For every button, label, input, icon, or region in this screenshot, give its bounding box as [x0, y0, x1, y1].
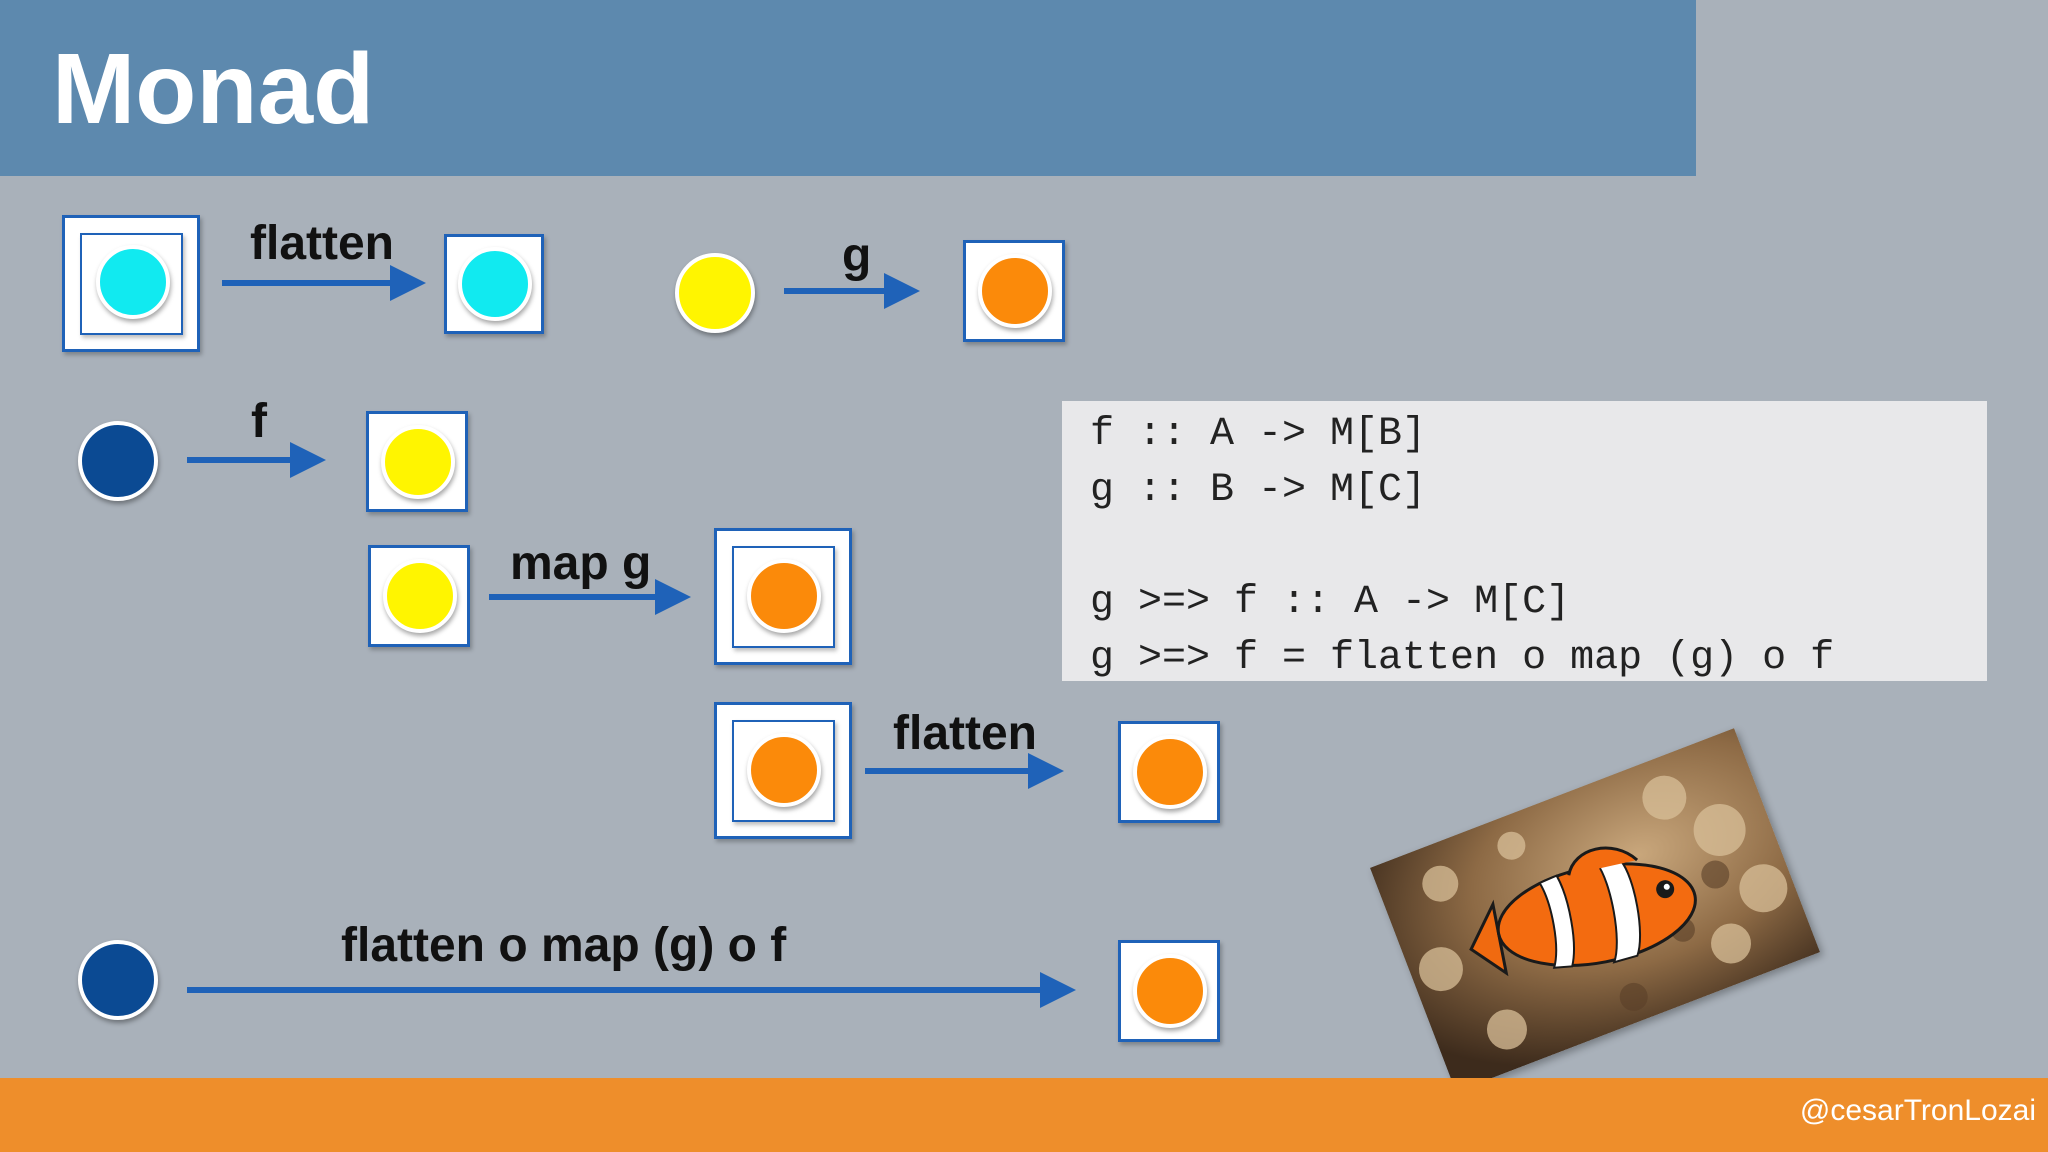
code-line: f :: A -> M[B] [1090, 412, 1427, 457]
box-orange [1118, 940, 1220, 1042]
navy-ball [78, 940, 158, 1020]
box-yellow [366, 411, 468, 512]
author-handle: @cesarTronLozai [1799, 1094, 2036, 1127]
slide-title: Monad [52, 33, 375, 145]
box-orange [1118, 721, 1220, 823]
orange-ball [1133, 735, 1207, 809]
inner-box [732, 546, 835, 648]
inner-box [80, 233, 183, 335]
label-flatten-mid: flatten [893, 707, 1037, 760]
code-line: g >=> f = flatten o map (g) o f [1090, 636, 1835, 681]
nested-box-cyan [62, 215, 200, 352]
orange-ball [747, 559, 821, 633]
label-composition: flatten o map (g) o f [341, 919, 787, 972]
code-line: g >=> f :: A -> M[C] [1090, 580, 1571, 625]
nested-box-orange [714, 702, 852, 839]
box-yellow [368, 545, 470, 647]
label-g: g [842, 229, 872, 282]
cyan-ball [96, 245, 170, 319]
yellow-ball [675, 253, 755, 333]
clownfish-image [1369, 728, 1821, 1092]
inner-box [732, 720, 835, 822]
label-map-g: map g [510, 537, 652, 590]
label-flatten-top: flatten [250, 217, 394, 270]
orange-ball [978, 254, 1052, 328]
code-line [1090, 519, 1987, 575]
footer-bar: @cesarTronLozai [0, 1078, 2048, 1152]
clownfish-photo [1369, 728, 1821, 1092]
cyan-ball [458, 247, 532, 321]
orange-ball [1133, 954, 1207, 1028]
label-f: f [251, 395, 267, 448]
box-orange [963, 240, 1065, 342]
title-bar: Monad [0, 0, 1696, 176]
yellow-ball [381, 425, 455, 499]
nested-box-orange [714, 528, 852, 665]
yellow-ball [383, 559, 457, 633]
orange-ball [747, 733, 821, 807]
navy-ball [78, 421, 158, 501]
code-block: f :: A -> M[B] g :: B -> M[C] g >=> f ::… [1062, 401, 1987, 681]
box-cyan [444, 234, 544, 334]
code-line: g :: B -> M[C] [1090, 468, 1427, 513]
